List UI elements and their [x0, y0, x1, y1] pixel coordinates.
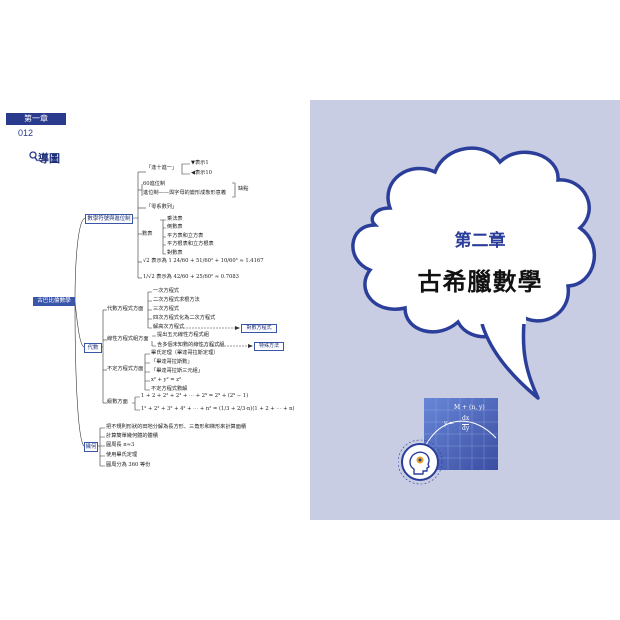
- mark-one: ▼表示1: [191, 160, 209, 166]
- thinking-head-icon: [409, 451, 430, 475]
- eq-item: 四次方程式化為二次方程式: [153, 315, 216, 321]
- tables-label: 數表: [142, 231, 153, 237]
- formula-frac-label: y =: [444, 420, 455, 427]
- branch-symbols-base: 數學符號與進位制: [85, 214, 133, 224]
- geometry-item: 把不規則形狀的田地分解為長方形、三角形和梯形來計算面積: [106, 424, 247, 430]
- geometry-item: 使用畢氏定理: [106, 452, 138, 458]
- chapter-tag: 第一章: [6, 113, 66, 125]
- eq-item: 解高次方程式: [153, 324, 185, 330]
- eq-item: 三次方程式: [153, 306, 179, 312]
- table-item: 乘法表: [167, 216, 183, 222]
- indet-item: 畢氏定理（畢達哥拉斯定理）: [151, 350, 219, 356]
- place-value-text: 進位制——與字母的變形成象形意義: [143, 190, 227, 196]
- math-illustration: [398, 398, 498, 485]
- section-title: 導圖: [38, 152, 60, 165]
- formula-frac-bottom: dy: [462, 424, 470, 432]
- geometry-item: 計算簡單幾何體的體積: [106, 433, 158, 439]
- magnifier-icon: [29, 151, 38, 162]
- series-formula-1: 1 + 2 + 2² + 2³ + ⋯ + 2⁹ = 2⁹ + (2⁹ − 1): [141, 393, 249, 399]
- algebraic-eq-label: 代數方程式方面: [107, 306, 144, 312]
- indet-item: 不定方程式數解: [151, 386, 188, 392]
- base60-text: 60進位制: [143, 181, 166, 187]
- branch-geometry: 幾何: [84, 442, 98, 452]
- indet-item: x² + y² = z²: [151, 377, 182, 383]
- mindmap-connectors: [74, 163, 253, 467]
- speech-cloud: [351, 146, 597, 400]
- sexagesimal-text: 「零系數列」: [146, 204, 178, 210]
- sqrt2-text: √2 表示為 1 24/60 + 51/60² + 10/60³ ≈ 1.416…: [143, 258, 264, 264]
- linear-system-label: 線性方程式組方面: [107, 336, 149, 342]
- series-formula-2: 1² + 2² + 3² + 4² + ⋯ + n² = (1/3 + 2/3·…: [141, 406, 295, 412]
- indeterminate-label: 不定方程式方面: [107, 366, 144, 372]
- linear-item: 提出五元線性方程式組: [157, 332, 209, 338]
- geometry-item: 圓周分為 360 等份: [106, 462, 151, 468]
- mark-ten: ◀表示10: [191, 170, 212, 176]
- table-item: 倒數表: [167, 224, 183, 230]
- table-item: 對數表: [167, 250, 183, 256]
- inv-sqrt2-text: 1/√2 表示為 42/60 + 25/60² ≈ 0.7083: [143, 274, 239, 280]
- formula-top: M + (n, y): [454, 404, 485, 411]
- table-item: 平方表和立方表: [167, 233, 204, 239]
- indet-item: 「畢達哥拉斯三元組」: [151, 368, 203, 374]
- ten-one-text: 「逢十進一」: [146, 165, 178, 171]
- chapter-number: 第二章: [454, 231, 506, 251]
- geometry-item: 圓周長 π≈3: [106, 442, 135, 448]
- chapter-title: 古希臘數學: [417, 267, 543, 296]
- drawback-text: 缺點: [238, 186, 249, 192]
- log-eq-tag: 對數方程式: [241, 324, 277, 333]
- series-label: 級數方面: [107, 399, 128, 405]
- linear-item: 含多個未知數的線性方程式組: [157, 342, 225, 348]
- special-method-tag: 特殊方法: [254, 342, 284, 351]
- branch-algebra: 代數: [84, 343, 102, 353]
- table-item: 平方根表和立方根表: [167, 241, 214, 247]
- eq-item: 一次方程式: [153, 288, 179, 294]
- mindmap-root: 古巴比倫數學: [33, 297, 75, 306]
- page-number: 012: [18, 128, 34, 138]
- formula-frac-top: dx: [462, 415, 470, 422]
- eq-item: 二次方程式求根方法: [153, 297, 200, 303]
- indet-item: 「畢達哥拉斯數」: [151, 359, 193, 365]
